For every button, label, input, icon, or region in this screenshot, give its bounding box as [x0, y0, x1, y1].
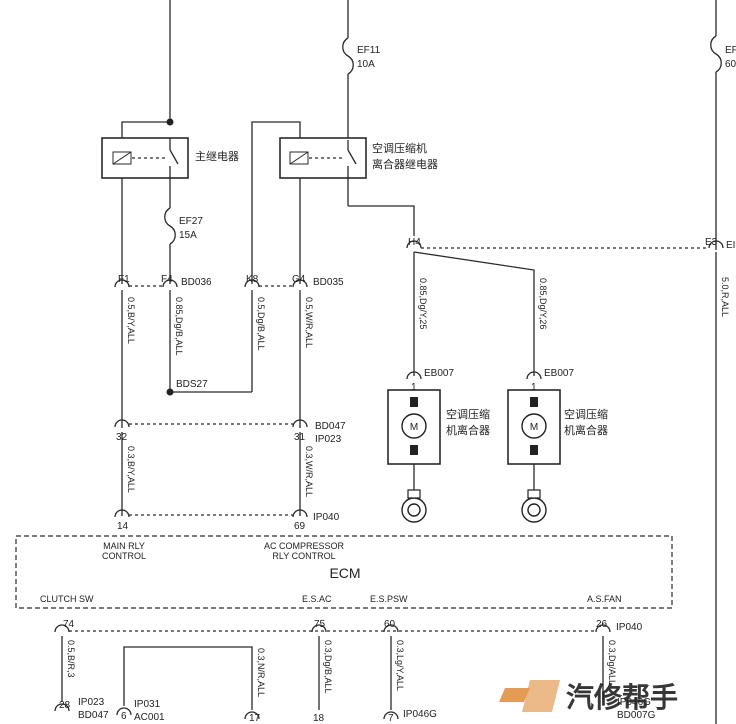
fuse-ef27-symbol	[164, 207, 176, 245]
watermark-logo	[499, 680, 560, 712]
connector-h4: H4	[408, 237, 421, 248]
pin-f1: F1	[118, 274, 130, 285]
ecm-es-psw: E.S.PSW	[370, 594, 408, 604]
ecm-ac-rly-2: RLY CONTROL	[272, 551, 335, 561]
ground-terminal-icon-1	[401, 497, 427, 523]
pin-75: 75	[314, 619, 326, 630]
connector-ip023-low: IP023	[78, 697, 105, 708]
wire-label-w2: 0.85,Dg/B,ALL	[174, 297, 184, 356]
ecm-ac-rly-1: AC COMPRESSOR	[264, 541, 345, 551]
main-relay-label: 主继电器	[195, 150, 239, 163]
ecm-as-fan: A.S.FAN	[587, 594, 622, 604]
connector-ip031: IP031	[134, 699, 161, 710]
wire-h4-right	[413, 251, 535, 376]
connector-ip023: IP023	[315, 434, 342, 445]
main-relay-coil-icon	[112, 151, 132, 165]
motor-icon-1	[401, 413, 427, 439]
wire-label-w9: 0.3,W/R,ALL	[304, 446, 314, 497]
pin-18: 18	[313, 713, 325, 724]
wire-label-w13: 0.3,Lg/Y,ALL	[395, 640, 405, 691]
pin-k8: K8	[246, 274, 259, 285]
connector-ip040-low: IP040	[616, 622, 643, 633]
wire-label-w8: 0.3,B/Y,ALL	[126, 446, 136, 493]
connector-bd036: BD036	[181, 277, 212, 288]
connector-e3: E3	[705, 237, 718, 248]
ecm-main-rly-1: MAIN RLY	[103, 541, 145, 551]
pin-74: 74	[63, 619, 75, 630]
motor-symbol-2: M	[530, 422, 538, 433]
ac-relay-coil-icon	[289, 151, 309, 165]
main-relay-box	[101, 137, 189, 179]
connector-eb007-b: EB007	[544, 368, 574, 379]
wire-label-w7: 5.0,R,ALL	[720, 277, 730, 317]
ecm-clutch-sw: CLUTCH SW	[40, 594, 94, 604]
ecm-es-ac: E.S.AC	[302, 594, 332, 604]
main-relay-coil-feed	[121, 121, 170, 140]
ecm-box	[15, 535, 673, 609]
pin-14: 14	[117, 521, 129, 532]
ac-relay-switch-icon	[347, 149, 357, 165]
pin-17: 17	[249, 713, 261, 724]
connector-ac001: AC001	[134, 712, 165, 723]
pin-28: 28	[59, 700, 71, 711]
ecm-main-rly-2: CONTROL	[102, 551, 146, 561]
connector-ip040: IP040	[313, 512, 340, 523]
ac-relay-label-1: 空调压缩机	[372, 141, 427, 155]
fuse-ef11-name: EF11	[357, 45, 381, 56]
fuse-ef11-symbol	[342, 37, 354, 75]
motor-icon-2	[521, 413, 547, 439]
ac-clutch-label-1b: 机离合器	[446, 423, 490, 437]
pin-60: 60	[384, 619, 396, 630]
connector-bd047: BD047	[315, 421, 346, 432]
connector-bd035: BD035	[313, 277, 344, 288]
wire-label-w12: 0.3,Dg/B,ALL	[323, 640, 333, 694]
splice-dot	[166, 118, 174, 126]
wire-label-w6: 0.85,Dg/Y,26	[538, 278, 548, 329]
pin-6: 6	[121, 711, 127, 722]
pin-m2: 1	[531, 382, 537, 393]
wire-k8-up	[251, 121, 301, 284]
wire-label-w1: 0.5,B/Y,ALL	[126, 297, 136, 344]
pin-m1: 1	[411, 382, 417, 393]
connector-bd047-low: BD047	[78, 710, 109, 721]
wire-label-w14: 0.3,Dg/ALL	[607, 640, 617, 685]
wire-label-w4: 0.5,W/R,ALL	[304, 297, 314, 348]
motor-symbol-1: M	[410, 422, 418, 433]
fuse-ef27-rating: 15A	[179, 230, 197, 241]
wire-label-w11: 0.3,N/R,ALL	[256, 648, 266, 697]
ac-relay-output-wire	[348, 205, 415, 236]
connector-eb007-a: EB007	[424, 368, 454, 379]
connector-ip046g-right: IP046G	[617, 697, 651, 708]
pin-g4: G4	[292, 274, 306, 285]
pin-26: 26	[596, 619, 608, 630]
connector-e-right: EI	[726, 240, 735, 251]
pin-69: 69	[294, 521, 306, 532]
fuse-ef-right-rating: 60	[725, 59, 736, 70]
fuse-ef27-name: EF27	[179, 216, 203, 227]
splice-bds27: BDS27	[176, 379, 208, 390]
fuse-ef11-rating: 10A	[357, 59, 375, 70]
ac-clutch-label-2b: 机离合器	[564, 423, 608, 437]
wire-label-w3: 0.5,Dg/B,ALL	[256, 297, 266, 351]
connector-ip046g: IP046G	[403, 709, 437, 720]
fuse-ef-right-name: EF	[725, 45, 736, 56]
ac-clutch-label-2a: 空调压缩	[564, 407, 608, 421]
ecm-title: ECM	[329, 565, 360, 581]
wire-label-w5: 0.85,Dg/Y,25	[418, 278, 428, 329]
fuse-ef-right-symbol	[710, 35, 722, 73]
ground-terminal-icon-2	[521, 497, 547, 523]
ac-relay-label-2: 离合器继电器	[372, 157, 438, 171]
pin-f4: F4	[161, 274, 173, 285]
watermark-text: 汽修帮手	[566, 681, 678, 714]
ac-clutch-label-1a: 空调压缩	[446, 407, 490, 421]
connector-bd007g: BD007G	[617, 710, 656, 721]
main-relay-switch-icon	[169, 149, 179, 165]
wire-label-w10: 0.5,B/R,3	[66, 640, 76, 678]
ac001-loop-wire	[123, 646, 253, 710]
pin-7: 7	[388, 713, 394, 724]
